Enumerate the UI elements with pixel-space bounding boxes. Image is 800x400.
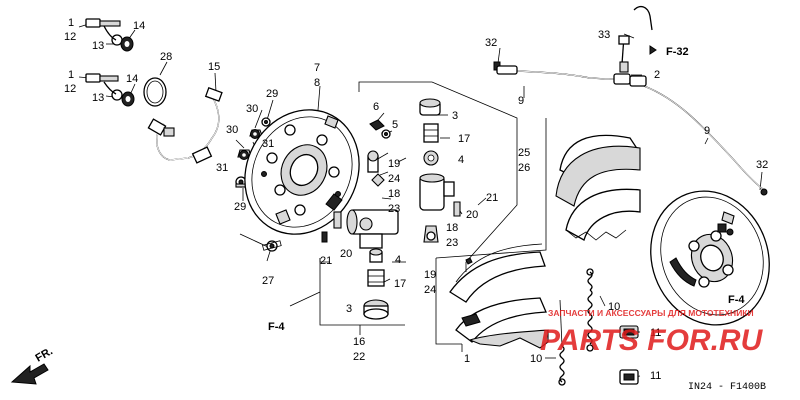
callout-4-upper: 4 [458,154,464,166]
brake-cable-right [629,75,768,196]
callout-12-upper: 12 [64,31,76,43]
callout-21-left: 21 [320,255,332,267]
callout-9-upper: 9 [518,95,524,107]
callout-29-lower: 29 [234,201,246,213]
callout-25: 25 [518,147,530,159]
callout-5: 5 [392,119,398,131]
watermark-logo: PARTS FOR.RU [540,324,764,357]
callout-1-shoes: 1 [464,353,470,365]
callout-10-upper: 10 [608,301,620,313]
callout-28: 28 [160,51,172,63]
callout-26: 26 [518,162,530,174]
banjo-bolt-lower [85,73,135,107]
callout-27: 27 [262,275,274,287]
callout-32-right: 32 [756,159,768,171]
wheel-cylinder-lower [321,209,439,320]
callout-11-lower: 11 [650,370,661,382]
callout-3-upper: 3 [452,110,458,122]
callout-31-lower: 31 [216,162,228,174]
callout-19-lower: 19 [424,269,436,281]
callout-1-lower: 1 [68,69,74,81]
brake-shoe-upper [555,134,641,241]
callout-13-lower: 13 [92,92,104,104]
callout-23-lower: 23 [446,237,458,249]
callout-20-right: 20 [466,209,478,221]
callout-32-upper: 32 [485,37,497,49]
callout-11-upper: 11 [650,327,661,339]
callout-2: 2 [654,69,660,81]
callout-20-left: 20 [340,248,352,260]
wheel-cylinder-upper [367,98,461,217]
watermark: ЗАПЧАСТИ И АКСЕССУАРЫ ДЛЯ МОТОТЕХНИКИ PA… [540,308,764,357]
callout-33: 33 [598,29,610,41]
brake-panel-right [650,190,770,326]
return-spring-lower [558,299,566,386]
callout-21-right: 21 [486,192,498,204]
callout-23-upper: 23 [388,203,400,215]
callout-18-lower: 18 [446,222,458,234]
callout-24-upper: 24 [388,173,400,185]
ref-f32: F-32 [666,46,689,58]
callout-4-lower: 4 [395,254,401,266]
callouts: 1 12 13 14 1 12 13 14 28 15 29 30 31 30 … [64,17,768,382]
callout-13-upper: 13 [92,40,104,52]
callout-30-lower: 30 [226,124,238,136]
hose-33 [618,5,653,73]
callout-15: 15 [208,61,220,73]
callout-1-upper: 1 [68,17,74,29]
brake-panel-left [244,109,360,235]
callout-30-upper: 30 [246,103,258,115]
front-direction-arrow: FR. [10,345,55,385]
shoe-clip-upper [619,325,639,339]
reference-markers: F-32 F-4 F-4 [268,45,745,333]
callout-14-upper: 14 [133,20,145,32]
callout-22: 22 [353,351,365,363]
callout-31-upper: 31 [262,138,274,150]
callout-17-lower: 17 [394,278,406,290]
callout-3-lower: 3 [346,303,352,315]
callout-19-upper: 19 [388,158,400,170]
direction-label: FR. [34,345,55,364]
brake-shoe-lower [455,297,549,349]
callout-9-right: 9 [704,125,710,137]
watermark-tagline: ЗАПЧАСТИ И АКСЕССУАРЫ ДЛЯ МОТОТЕХНИКИ [548,308,754,318]
callout-17-upper: 17 [458,133,470,145]
callout-29-upper: 29 [266,88,278,100]
callout-6: 6 [373,101,379,113]
return-spring-upper [586,268,594,352]
brake-pipe [147,87,223,164]
callout-7: 7 [314,62,320,74]
shoe-clip-lower [619,369,639,385]
banjo-bolt-upper [85,18,134,52]
callout-16: 16 [353,336,365,348]
ref-f4-right: F-4 [728,294,745,306]
callout-14-lower: 14 [126,73,138,85]
callout-12-lower: 12 [64,83,76,95]
ref-f4-left: F-4 [268,321,285,333]
callout-24-lower: 24 [424,284,436,296]
o-ring [143,77,167,107]
callout-8: 8 [314,77,320,89]
brake-cable-upper [493,61,631,85]
diagram-code: IN24 - F1400B [688,382,766,393]
callout-18-upper: 18 [388,188,400,200]
callout-10-lower: 10 [530,353,542,365]
panel-bolt [262,240,282,252]
brake-shoe-lower-upper [449,243,546,303]
